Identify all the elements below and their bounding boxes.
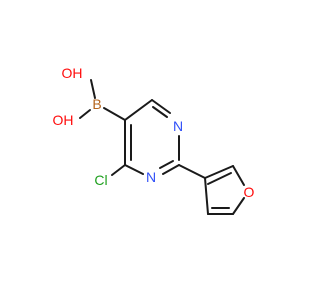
atom-label-nitrogen-bottom: N — [146, 169, 156, 185]
molecule-structure: OH OH B N N Cl O — [53, 65, 255, 215]
atom-label-oh-top: OH — [62, 65, 83, 81]
bond-c2-n3-double — [159, 160, 174, 169]
atom-label-oh-bottom: OH — [53, 112, 74, 128]
atom-label-boron: B — [92, 96, 101, 112]
bond-c4f-c3f — [204, 177, 209, 215]
atom-label-furan-oxygen: O — [244, 184, 255, 200]
atom-label-chlorine: Cl — [94, 172, 107, 188]
bond-c4-cl — [111, 164, 126, 176]
bond-b-o-bottom — [79, 109, 91, 119]
bond-c2-n3 — [162, 164, 180, 175]
bond-c5-c6 — [124, 99, 153, 121]
bond-c3f-c2f-double — [207, 172, 232, 185]
bond-c6-n1 — [151, 99, 171, 114]
bond-o-c5f — [232, 197, 245, 215]
bond-c3f-c2f — [204, 165, 234, 179]
bond-b-o-top — [90, 79, 96, 99]
bond-c6-n1-double — [152, 106, 168, 118]
bond-c2f-o — [232, 165, 245, 186]
bond-c2-c3f — [178, 164, 206, 179]
atom-label-nitrogen-top: N — [173, 118, 183, 134]
bond-c5-b — [103, 107, 126, 121]
bond-n3-c4 — [124, 164, 144, 175]
